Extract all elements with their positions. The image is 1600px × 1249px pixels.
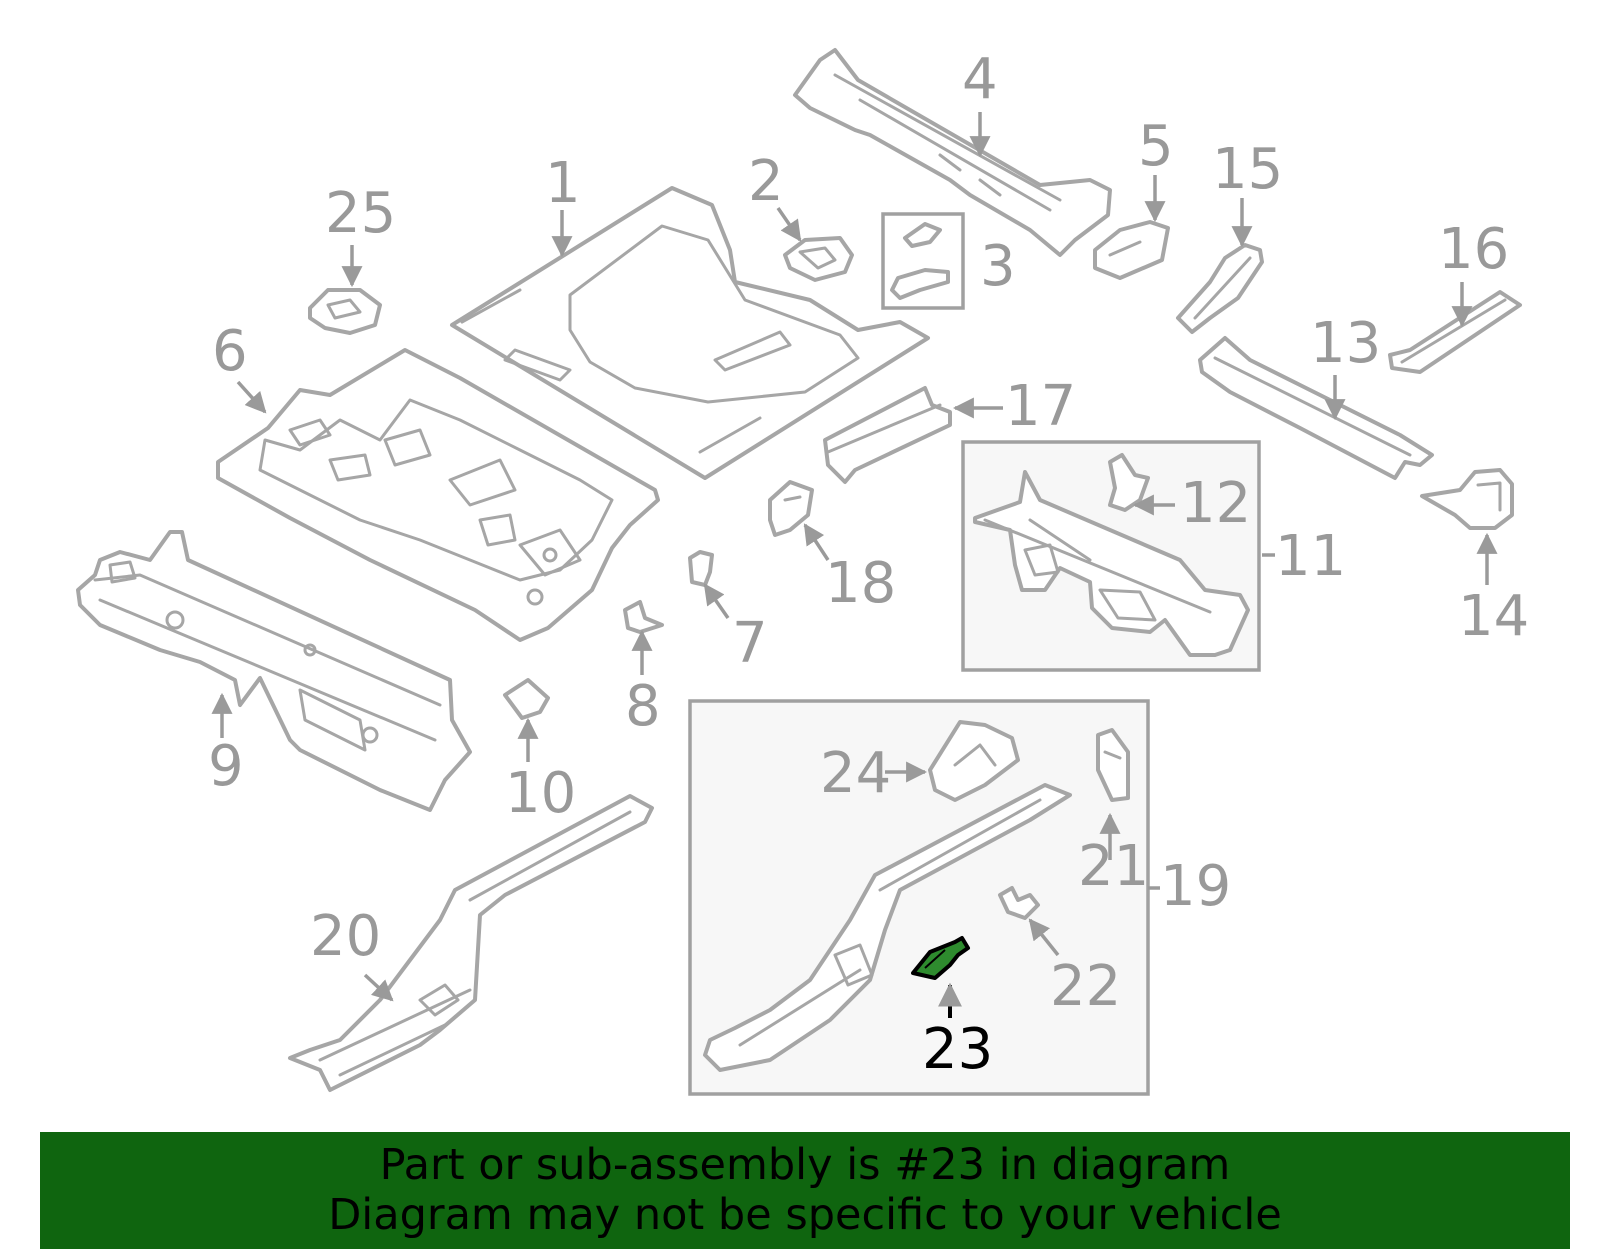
part-3-brackets[interactable]: [890, 222, 950, 300]
callout-10[interactable]: 10: [505, 761, 576, 826]
callout-2[interactable]: 2: [748, 149, 784, 214]
callout-20[interactable]: 20: [310, 904, 381, 969]
callout-13[interactable]: 13: [1310, 311, 1381, 376]
part-13-rail[interactable]: [1198, 336, 1434, 480]
part-21-plate[interactable]: [1096, 728, 1130, 802]
part-14-bracket[interactable]: [1420, 468, 1514, 530]
callout-1[interactable]: 1: [545, 151, 581, 216]
part-18-plate[interactable]: [768, 480, 814, 537]
part-19-side-member-assembly[interactable]: [703, 783, 1072, 1072]
callout-23[interactable]: 23: [922, 1017, 993, 1082]
part-17-reinforcement[interactable]: [823, 386, 952, 484]
leader-18: [803, 523, 830, 561]
leader-2: [776, 207, 802, 242]
part-15-bracket[interactable]: [1176, 243, 1264, 334]
callout-4[interactable]: 4: [962, 47, 998, 112]
part-20-side-member[interactable]: [288, 794, 654, 1092]
part-22-bracket[interactable]: [998, 886, 1040, 920]
banner-line-2: Diagram may not be specific to your vehi…: [328, 1190, 1282, 1240]
part-16-reinforcement[interactable]: [1388, 290, 1522, 374]
callout-22[interactable]: 22: [1050, 954, 1121, 1019]
part-8-bracket[interactable]: [623, 600, 664, 634]
leader-22: [1028, 918, 1060, 957]
part-9-rear-crossmember[interactable]: [76, 530, 472, 812]
part-23-highlighted-bracket[interactable]: [911, 936, 970, 980]
callout-labels: 1 2 3 4 5 6 7 8 9 10 11 12 13 14 15 16 1…: [208, 47, 1529, 1082]
callout-5[interactable]: 5: [1138, 114, 1174, 179]
callout-3[interactable]: 3: [980, 234, 1016, 299]
part-7-clip[interactable]: [688, 550, 714, 587]
leader-7: [703, 583, 730, 620]
info-banner: Part or sub-assembly is #23 in diagram D…: [40, 1132, 1570, 1249]
callout-25[interactable]: 25: [325, 181, 396, 246]
leader-6: [236, 380, 267, 414]
callout-11[interactable]: 11: [1275, 524, 1346, 589]
part-1-floor-pan[interactable]: [450, 186, 930, 480]
callout-6[interactable]: 6: [212, 319, 248, 384]
part-24-bracket[interactable]: [928, 720, 1020, 802]
part-10-plate[interactable]: [503, 678, 550, 720]
leader-20: [363, 973, 394, 1002]
callout-8[interactable]: 8: [625, 674, 661, 739]
callout-21[interactable]: 21: [1078, 834, 1149, 899]
callout-18[interactable]: 18: [825, 551, 896, 616]
callout-16[interactable]: 16: [1438, 217, 1509, 282]
part-5-bracket[interactable]: [1093, 220, 1170, 280]
part-25-grommet[interactable]: [308, 288, 382, 335]
callout-19[interactable]: 19: [1160, 854, 1231, 919]
callout-9[interactable]: 9: [208, 734, 244, 799]
callout-17[interactable]: 17: [1005, 374, 1076, 439]
callout-7[interactable]: 7: [732, 611, 768, 676]
part-4-crossmember[interactable]: [793, 48, 1112, 257]
part-11-rear-crossmember-assembly[interactable]: [973, 470, 1250, 657]
part-6-floor-assembly[interactable]: [216, 348, 660, 642]
callout-12[interactable]: 12: [1180, 471, 1251, 536]
callout-24[interactable]: 24: [820, 741, 891, 806]
leader-lines: [211, 112, 1498, 1018]
callout-14[interactable]: 14: [1458, 584, 1529, 649]
callout-15[interactable]: 15: [1212, 137, 1283, 202]
banner-line-1: Part or sub-assembly is #23 in diagram: [379, 1140, 1231, 1190]
part-2-bracket[interactable]: [783, 236, 854, 282]
